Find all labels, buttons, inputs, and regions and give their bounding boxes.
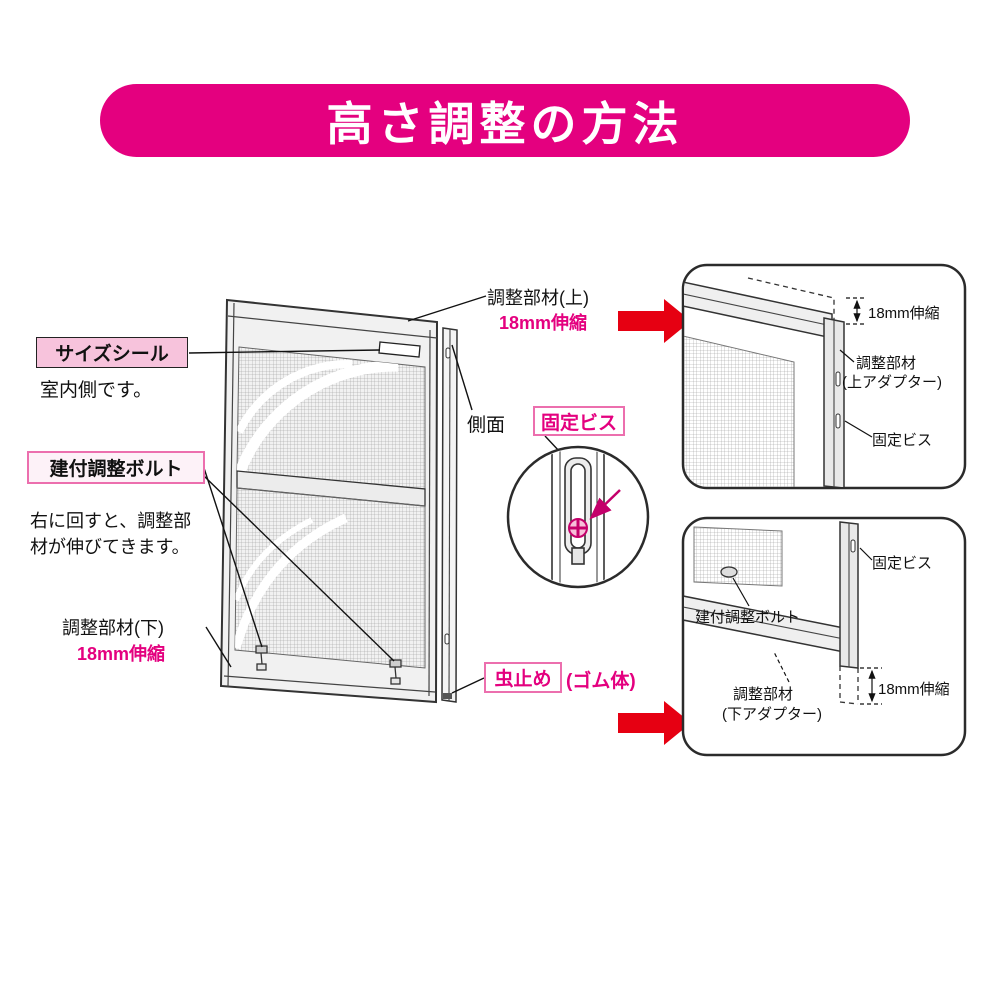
side-face-label: 側面 bbox=[467, 415, 506, 436]
fit-bolt-note-line1: 右に回すと、調整部 bbox=[30, 511, 192, 531]
fit-bolt-note-line2: 材が伸びてきます。 bbox=[30, 537, 190, 557]
frame-detail-lines bbox=[223, 302, 438, 697]
side-rail bbox=[441, 327, 458, 703]
bug-stopper-label: 虫止め bbox=[484, 662, 562, 693]
bug-stopper-rubber bbox=[443, 693, 452, 699]
magnifier-circle bbox=[506, 445, 650, 589]
lower-member-label: 調整部材(下) bbox=[62, 618, 164, 638]
mesh-reflection-arcs-upper bbox=[237, 359, 399, 476]
panel-top-member-line2: (上アダプター) bbox=[842, 374, 942, 391]
size-seal-text: サイズシール bbox=[55, 344, 169, 365]
panel-top-fixing-screw: 固定ビス bbox=[872, 432, 933, 449]
panel-bottom-fixing-screw: 固定ビス bbox=[872, 555, 933, 572]
red-arrow-top bbox=[618, 299, 691, 343]
detail-panel-top bbox=[681, 263, 967, 490]
panel-bottom-dimension bbox=[732, 547, 882, 705]
fixing-screw-detail bbox=[568, 489, 621, 538]
detail-panel-bottom bbox=[681, 516, 967, 757]
panel-top-dimension bbox=[839, 297, 873, 438]
panel-bottom-range: 18mm伸縮 bbox=[878, 681, 950, 698]
panel-bottom-fit-bolt: 建付調整ボルト bbox=[695, 609, 801, 626]
panel-top-range: 18mm伸縮 bbox=[868, 305, 940, 322]
page-title: 高さ調整の方法 bbox=[326, 97, 684, 150]
upper-member-label: 調整部材(上) bbox=[487, 288, 589, 308]
panel-bottom-member-line2: (下アダプター) bbox=[722, 706, 822, 723]
fit-bolt-head bbox=[720, 566, 738, 578]
title-banner: 高さ調整の方法 bbox=[100, 84, 910, 157]
upper-member-range: 18mm伸縮 bbox=[499, 313, 588, 333]
bug-stopper-note: (ゴム体) bbox=[566, 671, 636, 692]
fixing-screw-text: 固定ビス bbox=[540, 412, 617, 434]
leader-lines bbox=[188, 295, 561, 694]
fit-bolt-text: 建付調整ボルト bbox=[49, 459, 183, 480]
mesh-reflection-arcs-lower bbox=[235, 513, 348, 650]
lower-member-range: 18mm伸縮 bbox=[77, 644, 166, 664]
fit-bolt-label: 建付調整ボルト bbox=[27, 451, 205, 484]
red-arrow-bottom bbox=[618, 701, 691, 745]
size-seal-note: 室内側です。 bbox=[40, 380, 153, 401]
size-seal-label: サイズシール bbox=[36, 337, 188, 368]
panel-top-member-line1: 調整部材 bbox=[856, 355, 917, 372]
bug-stopper-text: 虫止め bbox=[494, 669, 552, 690]
panel-bottom-member-line1: 調整部材 bbox=[733, 686, 794, 703]
screen-illustration bbox=[219, 298, 458, 704]
fixing-screw-label: 固定ビス bbox=[533, 406, 625, 436]
magenta-pointer-arrow bbox=[589, 489, 621, 520]
